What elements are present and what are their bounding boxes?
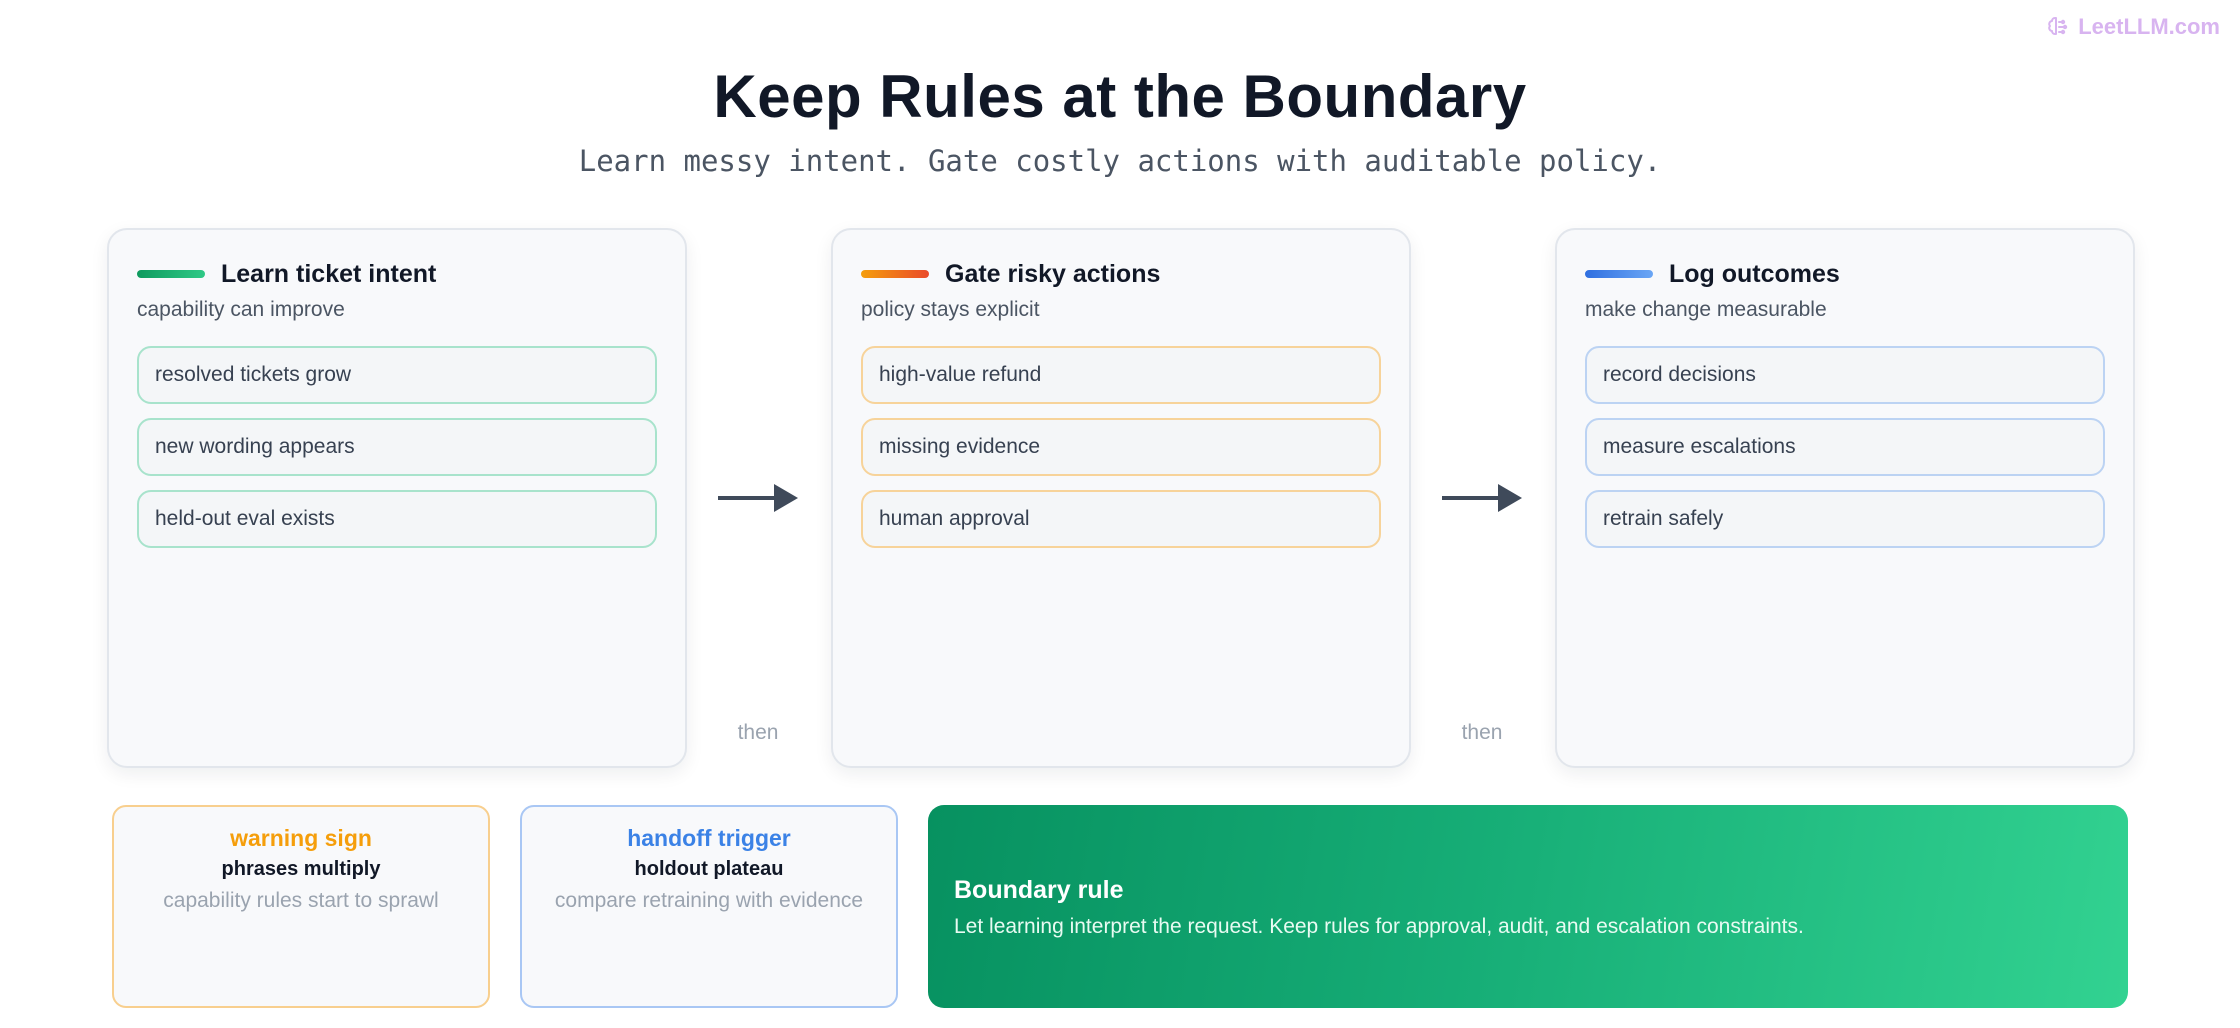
handoff-callout: handoff trigger holdout plateau compare …: [520, 805, 898, 1008]
stage-item-list: resolved tickets grow new wording appear…: [137, 346, 657, 562]
stage-card-learn: Learn ticket intent capability can impro…: [107, 228, 687, 768]
page-subtitle: Learn messy intent. Gate costly actions …: [578, 144, 1662, 178]
boundary-rule-body: Let learning interpret the request. Keep…: [954, 915, 1804, 938]
brand-watermark: LeetLLM.com: [2046, 14, 2220, 40]
stage-subtitle: policy stays explicit: [861, 298, 1040, 321]
stage-subtitle: make change measurable: [1585, 298, 1827, 321]
connector-label: then: [737, 721, 779, 744]
stage-accent-bar: [861, 270, 929, 278]
brain-icon: [2048, 17, 2068, 35]
callout-main: holdout plateau: [634, 858, 784, 880]
stage-item: missing evidence: [861, 418, 1381, 476]
stage-item: new wording appears: [137, 418, 657, 476]
stage-item: human approval: [861, 490, 1381, 548]
page-title: Keep Rules at the Boundary: [713, 63, 1527, 130]
stage-item: measure escalations: [1585, 418, 2105, 476]
stage-title: Learn ticket intent: [221, 260, 437, 288]
callout-heading: handoff trigger: [627, 825, 791, 851]
stage-item: record decisions: [1585, 346, 2105, 404]
stage-accent-bar: [137, 270, 205, 278]
stage-title: Gate risky actions: [945, 260, 1161, 288]
arrow-right-icon: [718, 484, 798, 512]
stage-title: Log outcomes: [1669, 260, 1840, 288]
stage-item: high-value refund: [861, 346, 1381, 404]
stage-accent-bar: [1585, 270, 1653, 278]
callout-detail: capability rules start to sprawl: [163, 889, 439, 912]
callout-heading: warning sign: [230, 825, 372, 851]
stage-item: resolved tickets grow: [137, 346, 657, 404]
boundary-rule-banner: Boundary rule Let learning interpret the…: [928, 805, 2128, 1008]
stage-card-log: Log outcomes make change measurable reco…: [1555, 228, 2135, 768]
arrow-right-icon: [1442, 484, 1522, 512]
callout-main: phrases multiply: [221, 858, 381, 880]
callout-detail: compare retraining with evidence: [554, 889, 864, 912]
brand-label: LeetLLM.com: [2078, 14, 2220, 39]
warning-callout: warning sign phrases multiply capability…: [112, 805, 490, 1008]
stage-subtitle: capability can improve: [137, 298, 345, 321]
stage-card-gate: Gate risky actions policy stays explicit…: [831, 228, 1411, 768]
stage-item-list: record decisions measure escalations ret…: [1585, 346, 2105, 562]
stage-item-list: high-value refund missing evidence human…: [861, 346, 1381, 562]
boundary-rule-heading: Boundary rule: [954, 876, 1124, 904]
connector-label: then: [1461, 721, 1503, 744]
stage-item: held-out eval exists: [137, 490, 657, 548]
stage-item: retrain safely: [1585, 490, 2105, 548]
